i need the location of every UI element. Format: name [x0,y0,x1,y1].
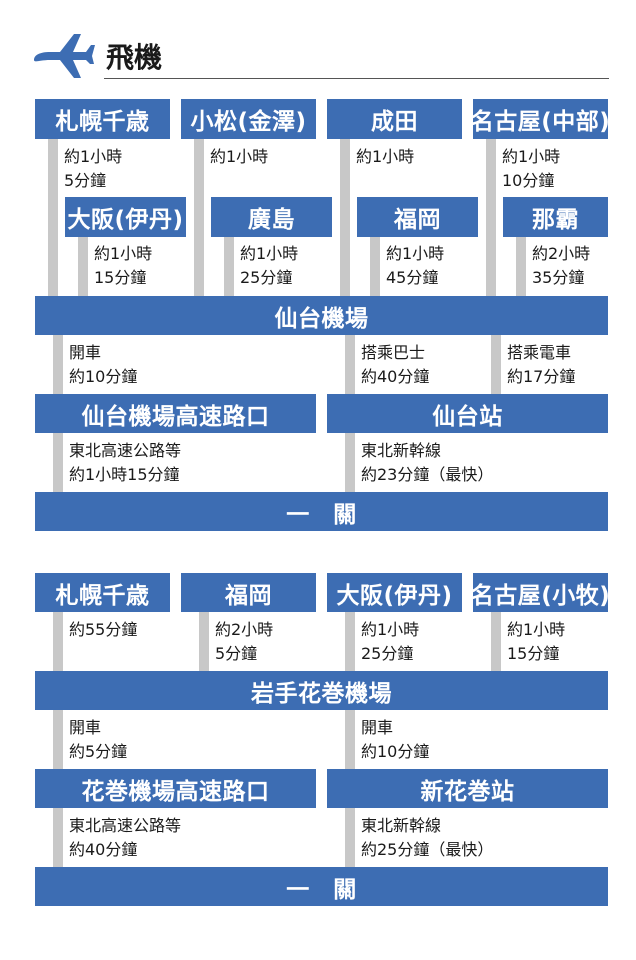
origin-box: 成田 [327,99,462,139]
transfer-time: 開車約10分鐘 [361,718,430,761]
connector [345,710,355,769]
origin-box: 名古屋(中部) [471,99,610,139]
airport-box: 岩手花巻機場 [35,671,608,710]
origin-box: 那霸 [503,197,608,237]
origin-box: 廣島 [211,197,332,237]
connector [345,808,355,867]
transfer-time: 搭乘電車約17分鐘 [507,343,576,386]
hub-box: 花巻機場高速路口 [35,769,316,808]
connector [53,335,63,394]
connector [78,237,88,296]
origin-box: 福岡 [357,197,478,237]
connector [516,237,526,296]
connector [491,335,501,394]
connector [370,237,380,296]
origin-box: 札幌千歳 [35,99,170,139]
origin-box: 名古屋(小牧) [471,573,610,612]
page-title: 飛機 [106,41,163,74]
connector [48,139,58,296]
connector [53,808,63,867]
connector [53,612,63,671]
origin-box: 大阪(伊丹) [65,197,186,237]
destination-box: 一 關 [35,492,608,531]
origin-box: 小松(金澤) [181,99,316,139]
transfer-time: 開車約10分鐘 [69,343,138,386]
route-time: 東北高速公路等約1小時15分鐘 [69,441,182,484]
hub-box: 仙台機場高速路口 [35,394,316,433]
origin-box: 福岡 [181,573,316,612]
connector [345,433,355,492]
origin-box: 大阪(伊丹) [327,573,462,612]
travel-time: 約1小時 [356,147,415,166]
hub-box: 新花巻站 [327,769,608,808]
connector [340,139,350,296]
transfer-time: 開車約5分鐘 [69,718,128,761]
travel-time: 約55分鐘 [69,620,138,639]
connector [486,139,496,296]
airport-box: 仙台機場 [35,296,608,335]
route-time: 東北新幹線約25分鐘（最快） [361,816,494,859]
connector [199,612,209,671]
airplane-icon [34,34,95,78]
travel-time: 約1小時 [210,147,269,166]
route-time: 東北新幹線約23分鐘（最快） [361,441,494,484]
transfer-time: 搭乘巴士約40分鐘 [361,343,430,386]
connector [491,612,501,671]
route-time: 東北高速公路等約40分鐘 [69,816,182,859]
destination-box: 一 關 [35,867,608,906]
connector [53,433,63,492]
hub-box: 仙台站 [327,394,608,433]
connector [194,139,204,296]
title-divider [104,78,609,79]
origin-box: 札幌千歳 [35,573,170,612]
connector [53,710,63,769]
connector [345,335,355,394]
connector [345,612,355,671]
connector [224,237,234,296]
